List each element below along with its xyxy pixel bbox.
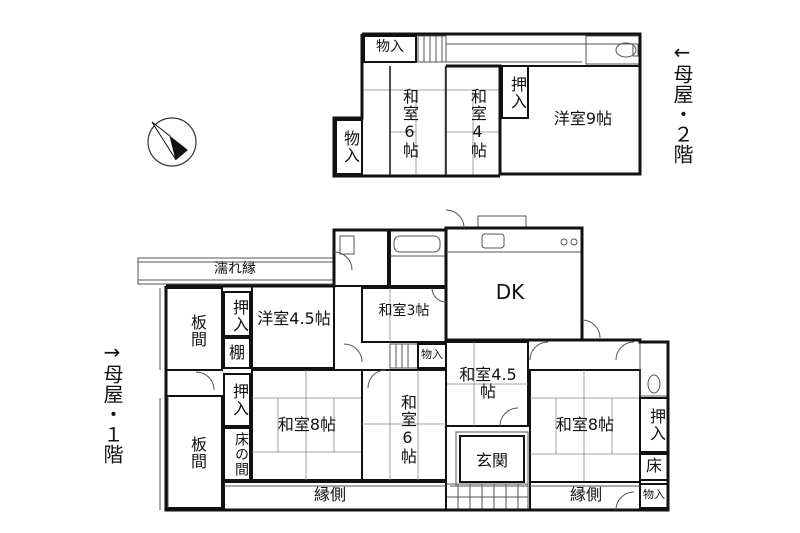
room-washitsu-6-1f: 和室6帖: [398, 393, 417, 465]
room-itanoma-bottom: 板間: [188, 436, 207, 470]
floor2-plan: [332, 32, 642, 178]
room-oshiire-c: 押入: [647, 408, 666, 442]
room-oshiire-2f: 押入: [508, 76, 527, 110]
room-genkan: 玄関: [475, 451, 508, 470]
room-engawa-left: 縁側: [313, 485, 346, 504]
room-engawa-right: 縁側: [569, 485, 602, 504]
room-washitsu-45: 和室4.5帖: [459, 365, 517, 402]
room-washitsu-8-left: 和室8帖: [277, 415, 337, 434]
room-washitsu-8-right: 和室8帖: [555, 415, 615, 434]
room-storage-left-2f: 物入: [341, 130, 360, 164]
floor1-plan: [137, 209, 670, 512]
room-toko: 床: [645, 456, 662, 475]
room-monoire-br: 物入: [643, 488, 665, 501]
room-washitsu-4-2f: 和室4帖: [468, 87, 487, 159]
floor2-title: ←母屋・２階: [670, 40, 694, 164]
room-oshiire-a: 押入: [230, 299, 249, 333]
room-washitsu-6-2f: 和室6帖: [400, 87, 419, 159]
room-washitsu-3: 和室3帖: [378, 303, 430, 319]
room-monoire-small: 物入: [421, 348, 443, 361]
compass-icon: [147, 117, 197, 167]
room-tokonoma: 床の間: [233, 431, 249, 477]
room-storage-top: 物入: [376, 39, 404, 55]
room-oshiire-b: 押入: [230, 383, 249, 417]
genkan-tile: [445, 483, 529, 511]
room-itanoma-top: 板間: [188, 314, 207, 348]
floor1-title: →母屋・１階: [100, 340, 124, 464]
room-youshitsu-9: 洋室9帖: [553, 109, 613, 128]
room-tana: 棚: [228, 343, 245, 362]
room-youshitsu-45: 洋室4.5帖: [257, 309, 331, 328]
room-dk: DK: [495, 280, 525, 304]
room-nureen: 濡れ縁: [214, 261, 256, 277]
